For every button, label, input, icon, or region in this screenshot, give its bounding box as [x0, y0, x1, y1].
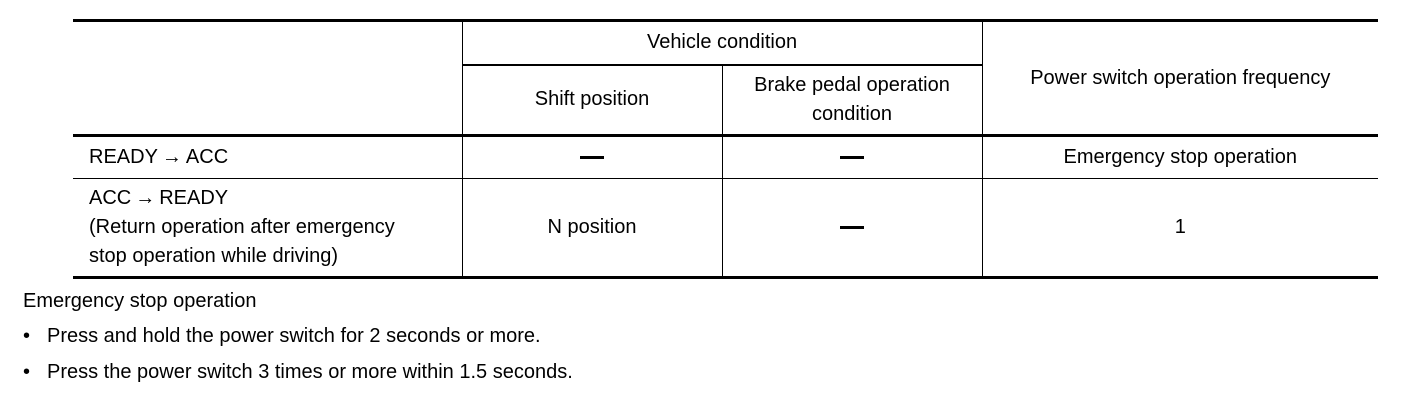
dash-icon — [840, 156, 864, 160]
state-from: READY — [89, 146, 158, 168]
note-item-text: Press and hold the power switch for 2 se… — [47, 325, 541, 347]
brake-pedal-header-line1: Brake pedal operation — [754, 73, 950, 96]
vehicle-condition-header: Vehicle condition — [461, 19, 983, 66]
right-arrow-icon: → — [161, 146, 182, 168]
dash-icon — [840, 226, 864, 230]
row-description-line2: stop operation while driving) — [89, 245, 339, 267]
note-item-text: Press the power switch 3 times or more w… — [47, 361, 573, 383]
row-state-cell: ACC→READY (Return operation after emerge… — [73, 178, 463, 279]
header-row-2: Shift position Brake pedal operation con… — [73, 64, 1378, 137]
row-shift-position: N position — [461, 178, 723, 279]
list-item: • Press the power switch 3 times or more … — [23, 360, 573, 396]
table-row: ACC→READY (Return operation after emerge… — [73, 178, 1379, 279]
shift-position-header: Shift position — [461, 64, 723, 137]
header-row-1: Vehicle condition Power switch operation… — [73, 19, 1379, 137]
bullet-icon: • — [23, 361, 31, 383]
header-empty-cell — [73, 19, 463, 137]
row-frequency: Emergency stop operation — [981, 135, 1379, 179]
list-item: • Press and hold the power switch for 2 s… — [23, 324, 573, 360]
table-row: READY→ACC Emergency stop operation — [73, 135, 1379, 179]
row-frequency: 1 — [981, 178, 1379, 279]
power-switch-frequency-header: Power switch operation frequency — [981, 19, 1379, 137]
note-title: Emergency stop operation — [23, 290, 257, 312]
right-arrow-icon: → — [135, 187, 156, 209]
power-switch-table: Vehicle condition Power switch operation… — [73, 19, 1379, 279]
row-shift-position — [461, 135, 723, 179]
row-brake-pedal — [721, 178, 983, 279]
dash-icon — [580, 156, 604, 160]
state-to: READY — [159, 187, 229, 209]
row-state-cell: READY→ACC — [73, 135, 463, 179]
state-to: ACC — [185, 146, 229, 168]
brake-pedal-header: Brake pedal operation condition — [721, 64, 983, 137]
state-from: ACC — [89, 187, 132, 209]
note-list: • Press and hold the power switch for 2 s… — [23, 324, 573, 396]
row-brake-pedal — [721, 135, 983, 179]
brake-pedal-header-line2: condition — [811, 102, 893, 125]
row-description-line1: (Return operation after emergency — [89, 216, 395, 238]
bullet-icon: • — [23, 325, 31, 347]
